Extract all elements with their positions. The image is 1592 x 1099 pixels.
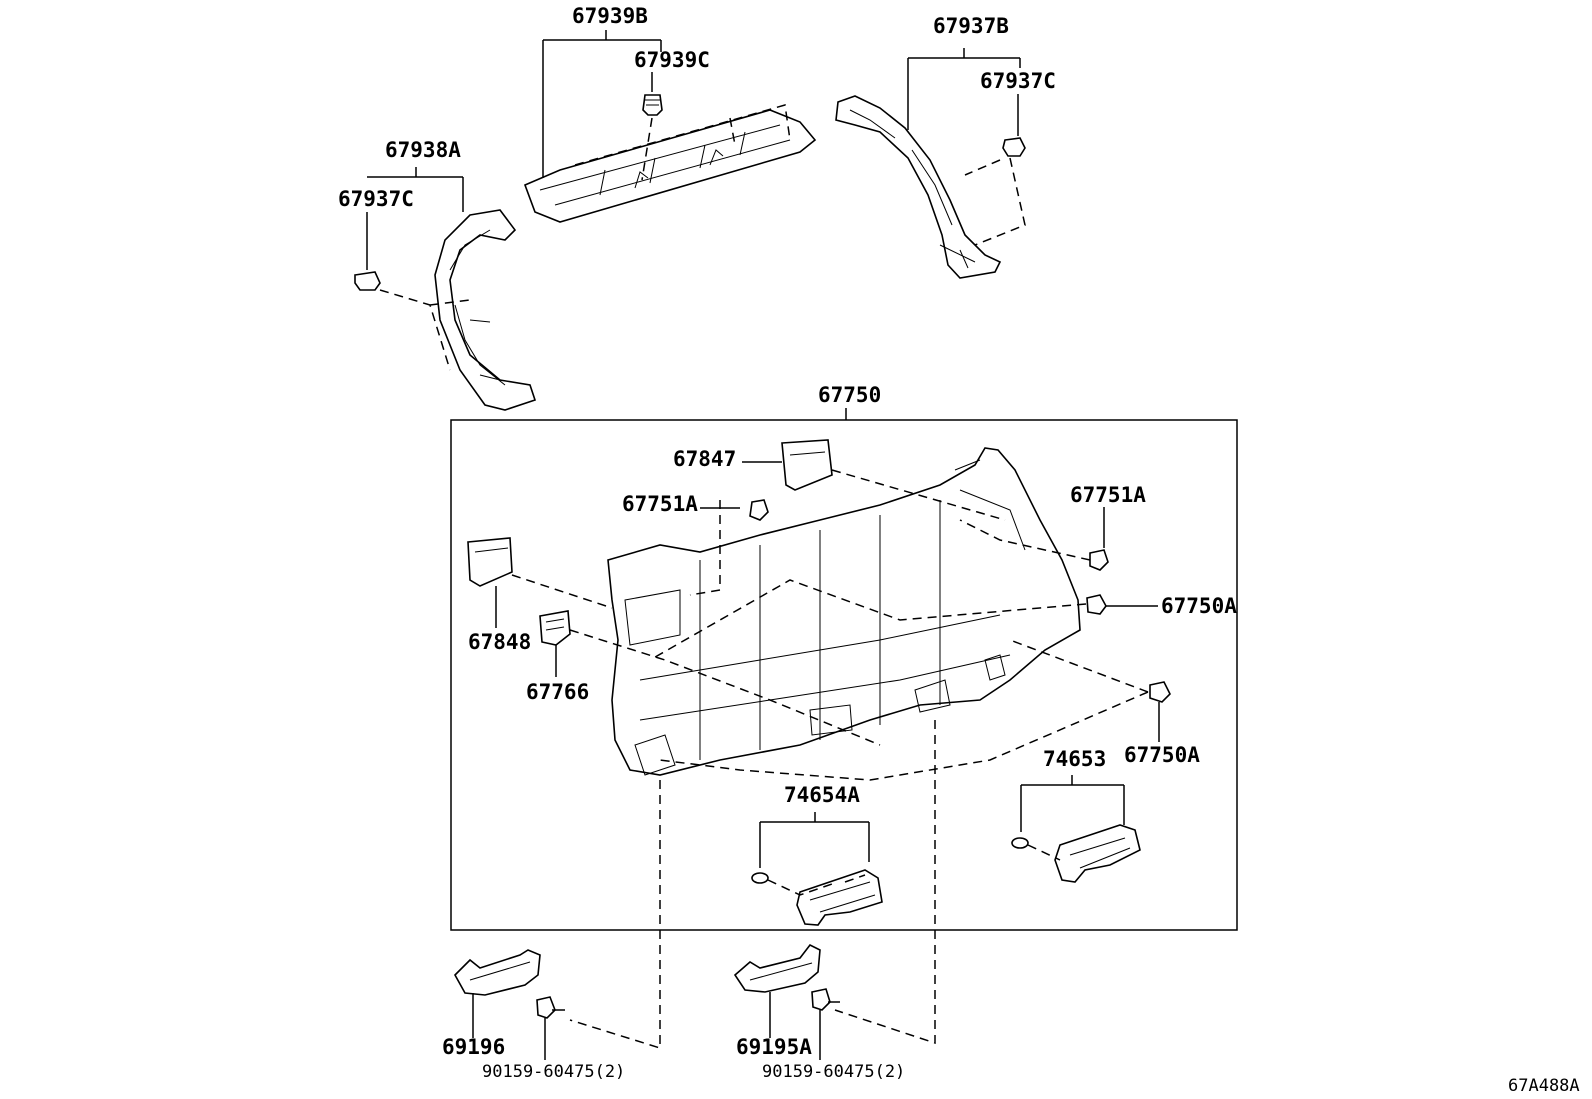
cover-67847 <box>781 439 833 491</box>
label-67939c: 67939C <box>634 48 710 72</box>
bracket-74654a <box>796 869 883 926</box>
bracket-67766 <box>539 610 571 646</box>
bracket-69196 <box>454 949 541 996</box>
drawing-code: 67A488A <box>1508 1076 1580 1096</box>
clip-67750a-upper <box>1086 594 1107 615</box>
washer-74654a <box>751 872 769 884</box>
label-67939b: 67939B <box>572 4 648 28</box>
pillar-trim-67938a <box>434 209 537 411</box>
back-door-trim-board-assembly-frame <box>450 419 1238 931</box>
label-74654a: 74654A <box>784 783 860 807</box>
label-74653: 74653 <box>1043 747 1106 771</box>
bracket-74653 <box>1054 824 1141 883</box>
clip-67937c-right <box>1002 137 1026 157</box>
bolt-90159-left <box>536 996 565 1019</box>
label-67751a-left: 67751A <box>622 492 698 516</box>
label-90159-left: 90159-60475(2) <box>482 1062 625 1082</box>
label-67937c-left: 67937C <box>338 187 414 211</box>
clip-67751a-right <box>1089 549 1109 571</box>
back-door-trim-board-67750 <box>607 447 1081 776</box>
label-69195a: 69195A <box>736 1035 812 1059</box>
label-67848: 67848 <box>468 630 531 654</box>
label-67938a: 67938A <box>385 138 461 162</box>
clip-67939c <box>642 94 663 116</box>
label-67937c-right: 67937C <box>980 69 1056 93</box>
upper-back-door-trim-67939b <box>523 109 817 223</box>
label-67751a-right: 67751A <box>1070 483 1146 507</box>
washer-74653 <box>1011 837 1029 849</box>
clip-67751a-left <box>749 499 769 521</box>
clip-67937c-left <box>354 271 381 291</box>
label-67750a-lower: 67750A <box>1124 743 1200 767</box>
bolt-90159-right <box>811 988 840 1011</box>
label-67847: 67847 <box>673 447 736 471</box>
label-67766: 67766 <box>526 680 589 704</box>
cover-67848 <box>467 537 513 587</box>
label-67750: 67750 <box>818 383 881 407</box>
label-67937b: 67937B <box>933 14 1009 38</box>
clip-67750a-lower <box>1149 681 1171 703</box>
pillar-trim-67937b <box>835 95 1002 279</box>
label-67750a-upper: 67750A <box>1161 594 1237 618</box>
label-90159-right: 90159-60475(2) <box>762 1062 905 1082</box>
bracket-69195a <box>733 943 821 993</box>
label-69196: 69196 <box>442 1035 505 1059</box>
